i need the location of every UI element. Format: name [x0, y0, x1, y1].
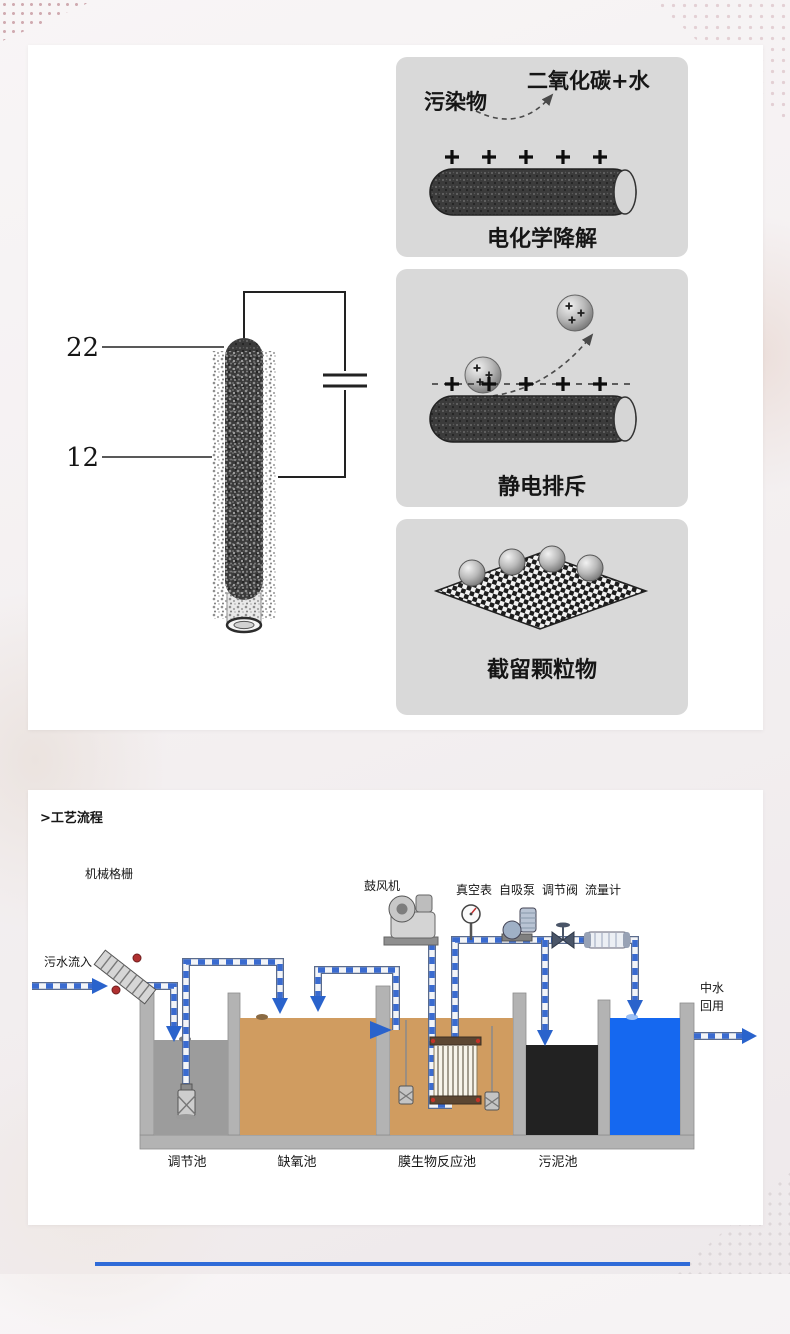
basin-wall — [227, 992, 241, 1136]
surface-charge-plus-marks — [445, 150, 607, 164]
mbr-tank-label: 膜生物反应池 — [398, 1154, 476, 1170]
basin-wall — [375, 985, 391, 1136]
trapped-particle — [538, 545, 566, 573]
membrane-module-icon — [429, 1036, 482, 1105]
tube-opening-inner — [233, 620, 255, 630]
circuit-wire-top — [243, 291, 346, 371]
circuit-wire-bottom — [278, 390, 346, 478]
panel-caption: 静电排斥 — [498, 474, 586, 500]
charged-particle — [464, 356, 502, 394]
weir-arrow-icon — [370, 1021, 392, 1039]
flow-meter-label: 流量计 — [585, 883, 621, 897]
capacitor-icon — [323, 373, 367, 388]
reference-labels: 22 12 — [66, 333, 224, 473]
basin-wall — [139, 992, 155, 1136]
label-22: 22 — [66, 333, 99, 363]
panel-particle-interception: 截留颗粒物 — [396, 519, 688, 715]
basin-structure — [139, 985, 695, 1150]
reuse-label-bottom: 回用 — [700, 999, 724, 1013]
to-clean-tank-arrow-icon — [627, 1000, 643, 1016]
regulating-valve-icon — [551, 922, 575, 949]
self-priming-pump-label: 自吸泵 — [499, 883, 535, 897]
sludge-tank-content — [526, 1045, 598, 1135]
process-flow-svg: >工艺流程 — [28, 810, 757, 1170]
outflow-arrow-icon — [742, 1028, 757, 1044]
mechanism-diagram-svg: 22 12 污染物 二氧化碳+水 电化学降解 — [66, 57, 688, 715]
trapped-particle — [576, 554, 604, 582]
equipment — [93, 894, 631, 1120]
charged-particle — [556, 294, 594, 332]
submersible-pump-icon — [176, 1083, 196, 1120]
trapped-particle — [458, 559, 486, 587]
bottom-accent-line — [95, 1262, 690, 1266]
to-anoxic-tank-arrow-icon — [272, 998, 288, 1014]
regulation-tank-label: 调节池 — [167, 1155, 206, 1170]
blower-label: 鼓风机 — [364, 879, 400, 893]
to-regulation-tank-arrow-icon — [166, 1026, 182, 1042]
inflow-label: 污水流入 — [44, 955, 92, 969]
inflow-arrow-icon — [92, 978, 108, 994]
anoxic-tank-water — [240, 1018, 376, 1135]
panel-electrostatic-repulsion: 静电排斥 — [396, 269, 688, 507]
membrane-mechanism-figure: 22 12 污染物 二氧化碳+水 电化学降解 — [28, 45, 763, 730]
water-surface-marker — [626, 1014, 638, 1020]
regulating-valve-label: 调节阀 — [542, 883, 578, 897]
process-flow-title: >工艺流程 — [40, 810, 103, 826]
water-surface-marker — [256, 1014, 268, 1020]
recirculation-arrow-icon — [310, 996, 326, 1012]
mixer-icon — [398, 1020, 414, 1105]
mechanical-screen-icon — [93, 949, 157, 1005]
to-sludge-tank-arrow-icon — [537, 1030, 553, 1046]
vacuum-gauge-icon — [461, 904, 481, 940]
membrane-mesh-layer — [212, 351, 276, 619]
electrode-cylinder — [429, 168, 637, 216]
panel-background — [396, 269, 688, 507]
flow-arrows — [92, 978, 757, 1046]
sludge-tank-label: 污泥池 — [538, 1155, 577, 1170]
surface-charge-plus-marks — [445, 377, 607, 391]
circuit — [243, 291, 367, 478]
basin-wall — [679, 1002, 695, 1136]
label-12: 12 — [66, 443, 99, 473]
anoxic-tank-label: 缺氧池 — [277, 1155, 316, 1170]
repulsion-arrow-icon — [483, 333, 594, 398]
mechanical-screen-label: 机械格栅 — [85, 866, 133, 881]
panel-electrochemical-degradation: 污染物 二氧化碳+水 电化学降解 — [396, 57, 688, 257]
process-labels: 机械格栅 鼓风机 真空表 自吸泵 调节阀 流量计 污水流入 中水 回用 调节池 … — [44, 866, 724, 1170]
electrode-assembly — [212, 338, 276, 634]
basin-wall — [512, 992, 527, 1136]
corner-dots-decoration — [0, 0, 95, 42]
electrode-cylinder — [429, 395, 637, 443]
reuse-label-top: 中水 — [700, 980, 724, 995]
flow-meter-icon — [583, 931, 631, 949]
pollutant-label: 污染物 — [424, 90, 487, 114]
basin-wall — [597, 999, 611, 1136]
clean-water-tank — [610, 1018, 680, 1135]
reaction-arrow-icon — [475, 93, 554, 120]
basin-floor — [139, 1134, 695, 1150]
panel-caption: 截留颗粒物 — [487, 657, 597, 683]
vacuum-gauge-label: 真空表 — [456, 883, 492, 897]
panel-caption: 电化学降解 — [487, 226, 597, 252]
trapped-particle — [498, 548, 526, 576]
mixer-icon — [484, 1026, 500, 1111]
self-priming-pump-icon — [501, 907, 537, 942]
process-flow-figure: >工艺流程 — [28, 790, 763, 1225]
blower-icon — [383, 894, 439, 946]
product-label: 二氧化碳+水 — [527, 69, 651, 93]
